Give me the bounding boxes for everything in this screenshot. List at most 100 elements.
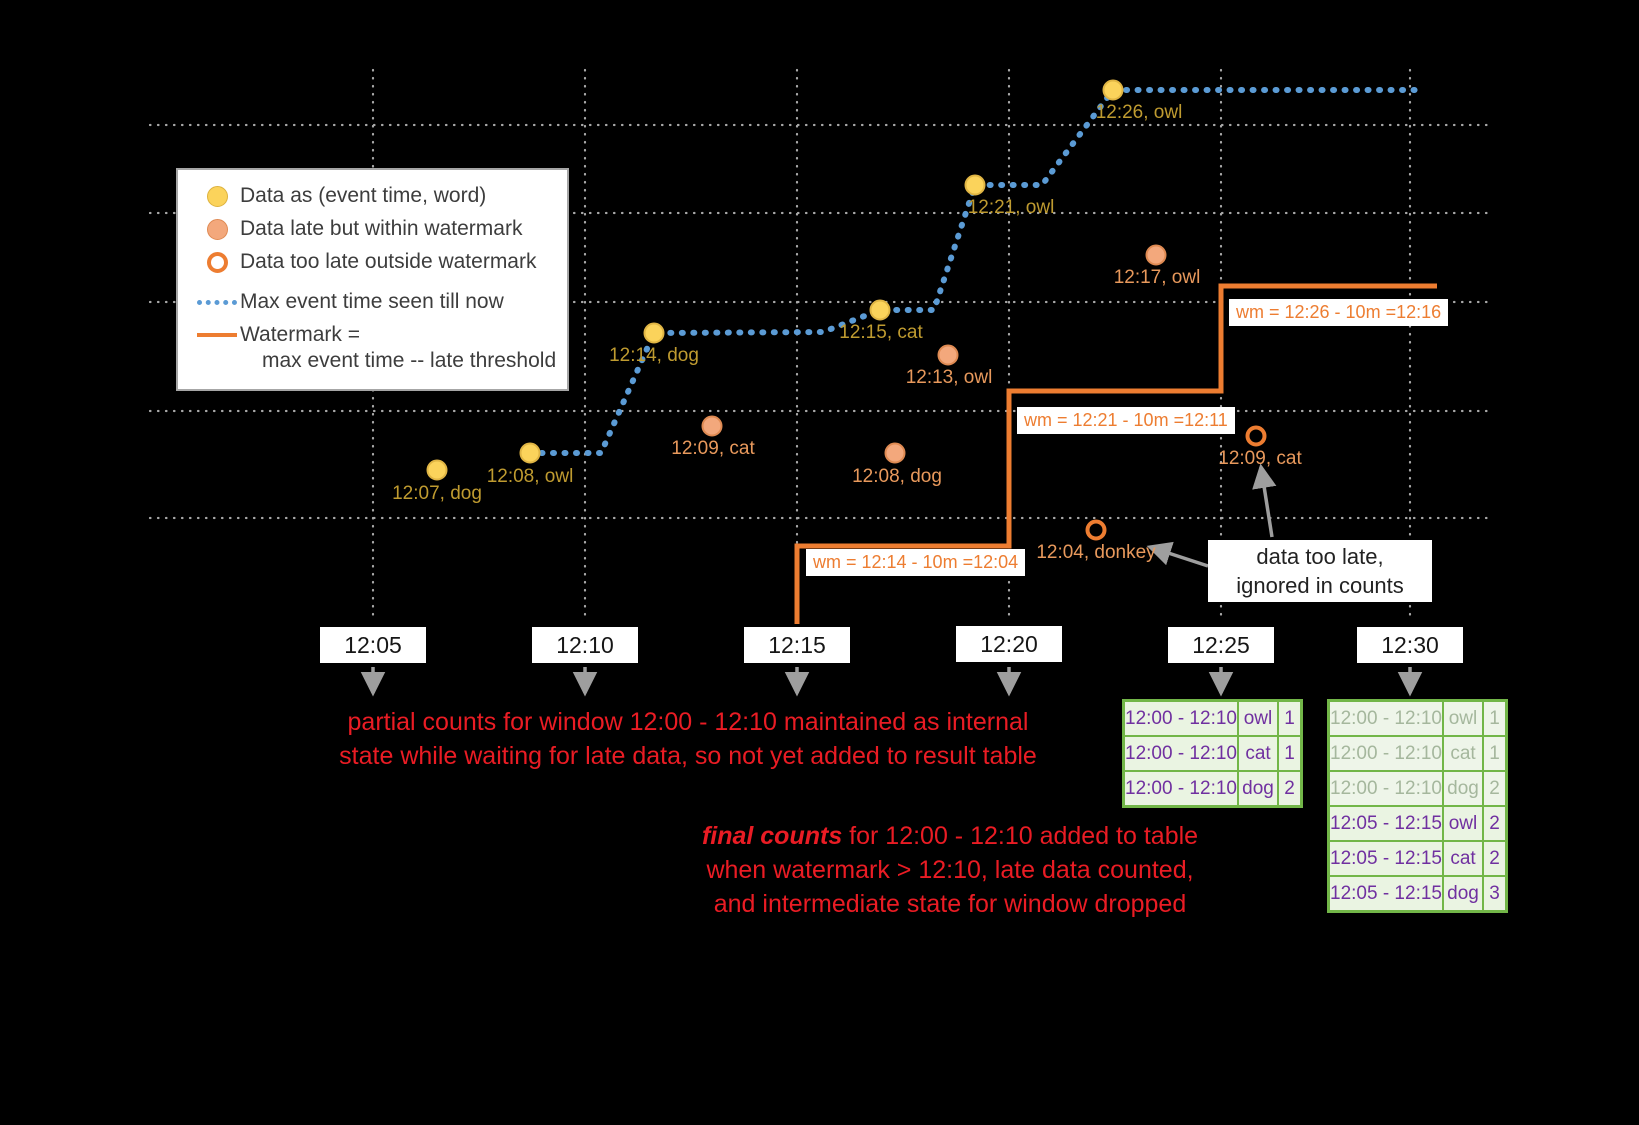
- time-tick-1225: 12:25: [1168, 627, 1274, 663]
- cell-word: dog: [1442, 877, 1482, 910]
- table-row-faded: 12:00 - 12:10 cat 1: [1330, 735, 1505, 770]
- cell-word: owl: [1237, 702, 1277, 735]
- cell-count: 1: [1482, 737, 1505, 770]
- solid-line-icon: [194, 333, 240, 337]
- legend-label: Data too late outside watermark: [240, 250, 537, 273]
- too-late-note: data too late, ignored in counts: [1208, 540, 1432, 602]
- cell-word: cat: [1237, 737, 1277, 770]
- cell-window: 12:00 - 12:10: [1125, 772, 1237, 805]
- cell-word: dog: [1442, 772, 1482, 805]
- time-tick-1220: 12:20: [956, 626, 1062, 662]
- datapoint-label: 12:09, cat: [671, 438, 755, 459]
- datapoint-label: 12:26, owl: [1095, 102, 1183, 123]
- cell-window: 12:05 - 12:15: [1330, 877, 1442, 910]
- legend-label: max event time -- late threshold: [262, 349, 557, 372]
- datapoint-late-dot: [701, 415, 723, 437]
- time-tick-1210: 12:10: [532, 627, 638, 663]
- cell-count: 2: [1482, 807, 1505, 840]
- watermark-value-label: wm = 12:14 - 10m =12:04: [806, 549, 1026, 576]
- cell-word: owl: [1442, 807, 1482, 840]
- cell-count: 2: [1482, 772, 1505, 805]
- time-tick-1205: 12:05: [320, 627, 426, 663]
- annotation-rest: for 12:00 - 12:10 added to table: [842, 822, 1199, 850]
- legend: Data as (event time, word) Data late but…: [176, 168, 569, 391]
- datapoint-too-late-dot: [1085, 519, 1107, 541]
- annotation-line: final counts for 12:00 - 12:10 added to …: [650, 819, 1250, 853]
- legend-item-max-event: Max event time seen till now: [194, 290, 557, 314]
- datapoint-label: 12:14, dog: [609, 345, 699, 366]
- legend-label: Max event time seen till now: [240, 290, 504, 313]
- annotation-line: partial counts for window 12:00 - 12:10 …: [347, 708, 1029, 736]
- cell-count: 1: [1277, 737, 1300, 770]
- annotation-line: when watermark > 12:10, late data counte…: [706, 856, 1194, 884]
- cell-window: 12:00 - 12:10: [1330, 772, 1442, 805]
- note-line: ignored in counts: [1236, 573, 1404, 598]
- annotation-italic: final counts: [701, 822, 843, 850]
- dotted-line-icon: [194, 299, 240, 305]
- cell-count: 2: [1482, 842, 1505, 875]
- result-table-intermediate: 12:00 - 12:10 owl 1 12:00 - 12:10 cat 1 …: [1122, 699, 1303, 808]
- cell-count: 3: [1482, 877, 1505, 910]
- annotation-line: and intermediate state for window droppe…: [713, 890, 1187, 918]
- too-late-dot-icon: [194, 251, 240, 273]
- cell-window: 12:00 - 12:10: [1125, 737, 1237, 770]
- cell-window: 12:00 - 12:10: [1330, 737, 1442, 770]
- result-table-final: 12:00 - 12:10 owl 1 12:00 - 12:10 cat 1 …: [1327, 699, 1508, 913]
- datapoint-ontime-dot: [519, 442, 541, 464]
- cell-window: 12:00 - 12:10: [1125, 702, 1237, 735]
- cell-count: 2: [1277, 772, 1300, 805]
- ontime-dot-icon: [194, 185, 240, 207]
- datapoint-late-dot: [937, 344, 959, 366]
- datapoint-too-late-dot: [1245, 425, 1267, 447]
- datapoint-late-dot: [1145, 244, 1167, 266]
- annotation-partial-counts: partial counts for window 12:00 - 12:10 …: [328, 705, 1048, 773]
- datapoint-ontime-dot: [1102, 79, 1124, 101]
- table-row: 12:05 - 12:15 cat 2: [1330, 840, 1505, 875]
- datapoint-ontime-dot: [964, 174, 986, 196]
- legend-item-watermark-cont: max event time -- late threshold: [262, 349, 557, 373]
- tick-arrows: [360, 667, 1423, 697]
- time-tick-1215: 12:15: [744, 627, 850, 663]
- cell-word: owl: [1442, 702, 1482, 735]
- datapoint-label: 12:15, cat: [839, 322, 923, 343]
- table-row: 12:05 - 12:15 dog 3: [1330, 875, 1505, 910]
- annotation-line: state while waiting for late data, so no…: [339, 742, 1037, 770]
- legend-item-late: Data late but within watermark: [194, 217, 557, 241]
- table-row: 12:00 - 12:10 dog 2: [1125, 770, 1300, 805]
- datapoint-label: 12:08, owl: [486, 466, 574, 487]
- legend-item-too-late: Data too late outside watermark: [194, 250, 557, 274]
- datapoint-label: 12:09, cat: [1218, 448, 1302, 469]
- late-dot-icon: [194, 218, 240, 240]
- watermark-value-label: wm = 12:21 - 10m =12:11: [1017, 407, 1235, 434]
- datapoint-label: 12:21, owl: [967, 197, 1055, 218]
- datapoint-ontime-dot: [426, 459, 448, 481]
- note-line: data too late,: [1256, 544, 1384, 569]
- watermark-value-label: wm = 12:26 - 10m =12:16: [1229, 299, 1449, 326]
- legend-item-watermark: Watermark =: [194, 323, 557, 347]
- cell-word: cat: [1442, 737, 1482, 770]
- table-row: 12:00 - 12:10 owl 1: [1125, 702, 1300, 735]
- cell-window: 12:05 - 12:15: [1330, 807, 1442, 840]
- datapoint-label: 12:13, owl: [905, 367, 993, 388]
- table-row-faded: 12:00 - 12:10 owl 1: [1330, 702, 1505, 735]
- datapoint-label: 12:07, dog: [392, 483, 482, 504]
- legend-label: Watermark =: [240, 323, 360, 346]
- legend-item-ontime: Data as (event time, word): [194, 184, 557, 208]
- legend-label: Data late but within watermark: [240, 217, 523, 240]
- table-row-faded: 12:00 - 12:10 dog 2: [1330, 770, 1505, 805]
- cell-word: cat: [1442, 842, 1482, 875]
- table-row: 12:00 - 12:10 cat 1: [1125, 735, 1300, 770]
- datapoint-label: 12:17, owl: [1113, 267, 1201, 288]
- annotation-final-counts: final counts for 12:00 - 12:10 added to …: [650, 819, 1250, 921]
- too-late-note-arrows: [1146, 463, 1277, 568]
- watermark-line: [794, 283, 1437, 624]
- cell-word: dog: [1237, 772, 1277, 805]
- time-tick-1230: 12:30: [1357, 627, 1463, 663]
- max-event-time-line: [527, 87, 1421, 456]
- cell-window: 12:00 - 12:10: [1330, 702, 1442, 735]
- legend-label: Data as (event time, word): [240, 184, 487, 207]
- table-row: 12:05 - 12:15 owl 2: [1330, 805, 1505, 840]
- datapoint-late-dot: [884, 442, 906, 464]
- cell-count: 1: [1482, 702, 1505, 735]
